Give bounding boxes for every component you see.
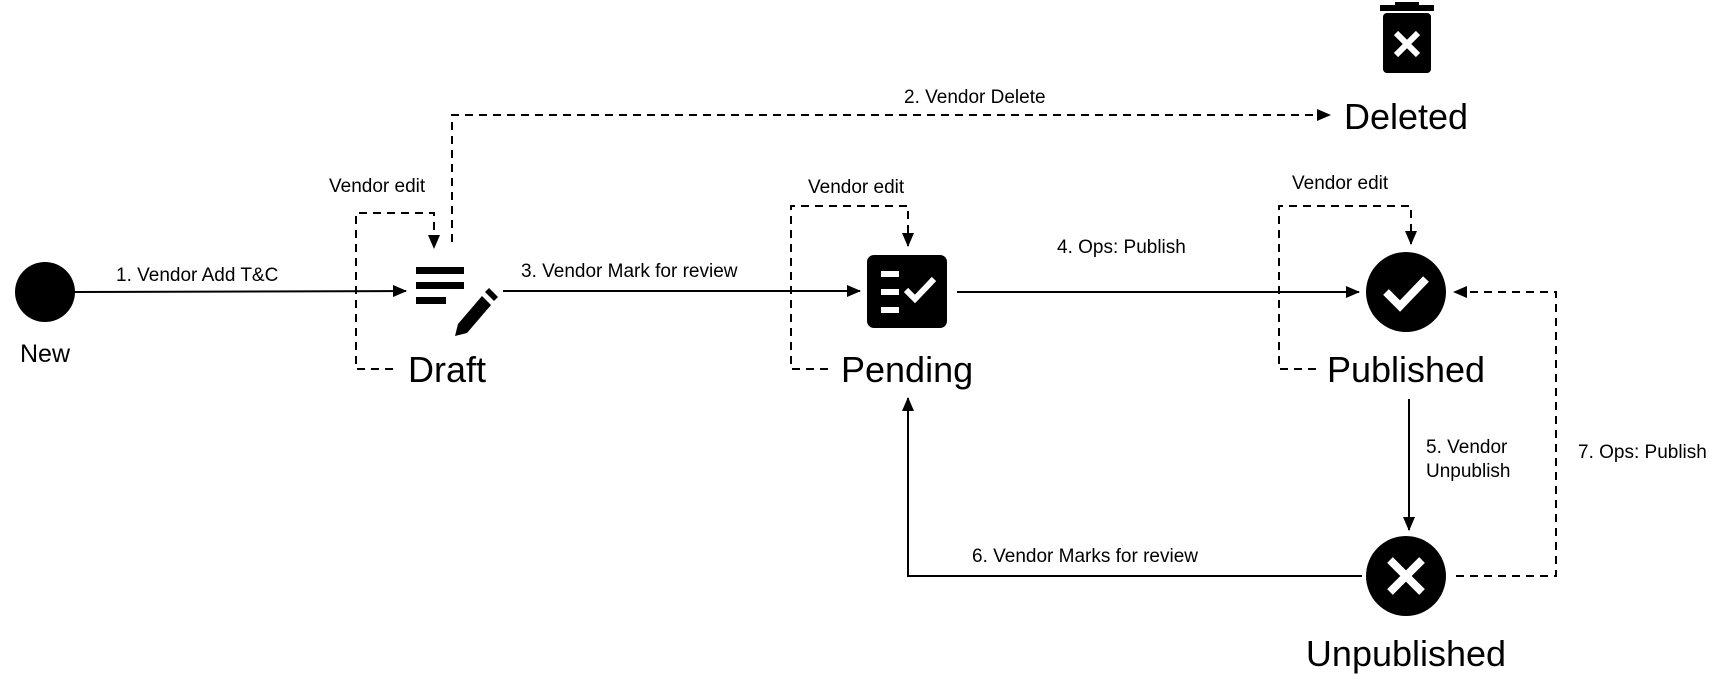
self-loop-pending bbox=[790, 205, 914, 370]
self-loop-label-published: Vendor edit bbox=[1292, 173, 1389, 194]
edge-label-7: 7. Ops: Publish bbox=[1578, 442, 1707, 463]
edge-label-6: 6. Vendor Marks for review bbox=[972, 546, 1198, 567]
edge-label-3: 3. Vendor Mark for review bbox=[521, 261, 738, 282]
state-label-published: Published bbox=[1327, 349, 1485, 390]
self-loop-label-draft: Vendor edit bbox=[329, 176, 426, 197]
trash-icon bbox=[1380, 2, 1434, 73]
edit-note-icon bbox=[416, 267, 498, 336]
edge-unpublished-to-published bbox=[1453, 286, 1557, 577]
state-label-draft: Draft bbox=[408, 349, 486, 390]
edge-label-5-line1: 5. Vendor bbox=[1426, 437, 1508, 458]
start-node-icon bbox=[15, 262, 75, 322]
edge-label-5-line2: Unpublish bbox=[1426, 461, 1511, 482]
state-label-new: New bbox=[20, 340, 71, 368]
self-loop-published bbox=[1278, 205, 1417, 370]
check-circle-icon bbox=[1366, 252, 1446, 332]
edge-label-1: 1. Vendor Add T&C bbox=[116, 265, 278, 286]
self-loop-draft bbox=[355, 212, 440, 370]
state-label-pending: Pending bbox=[841, 349, 973, 390]
edge-label-4: 4. Ops: Publish bbox=[1057, 237, 1186, 258]
state-label-deleted: Deleted bbox=[1344, 96, 1468, 137]
edge-unpublished-to-pending bbox=[902, 397, 1362, 577]
edge-label-2: 2. Vendor Delete bbox=[904, 87, 1046, 108]
edge-draft-to-deleted bbox=[451, 109, 1331, 242]
checklist-icon bbox=[867, 255, 947, 328]
self-loop-label-pending: Vendor edit bbox=[808, 177, 905, 198]
edge-new-to-draft bbox=[74, 285, 407, 298]
state-label-unpublished: Unpublished bbox=[1306, 633, 1506, 674]
cancel-circle-icon bbox=[1366, 536, 1446, 616]
